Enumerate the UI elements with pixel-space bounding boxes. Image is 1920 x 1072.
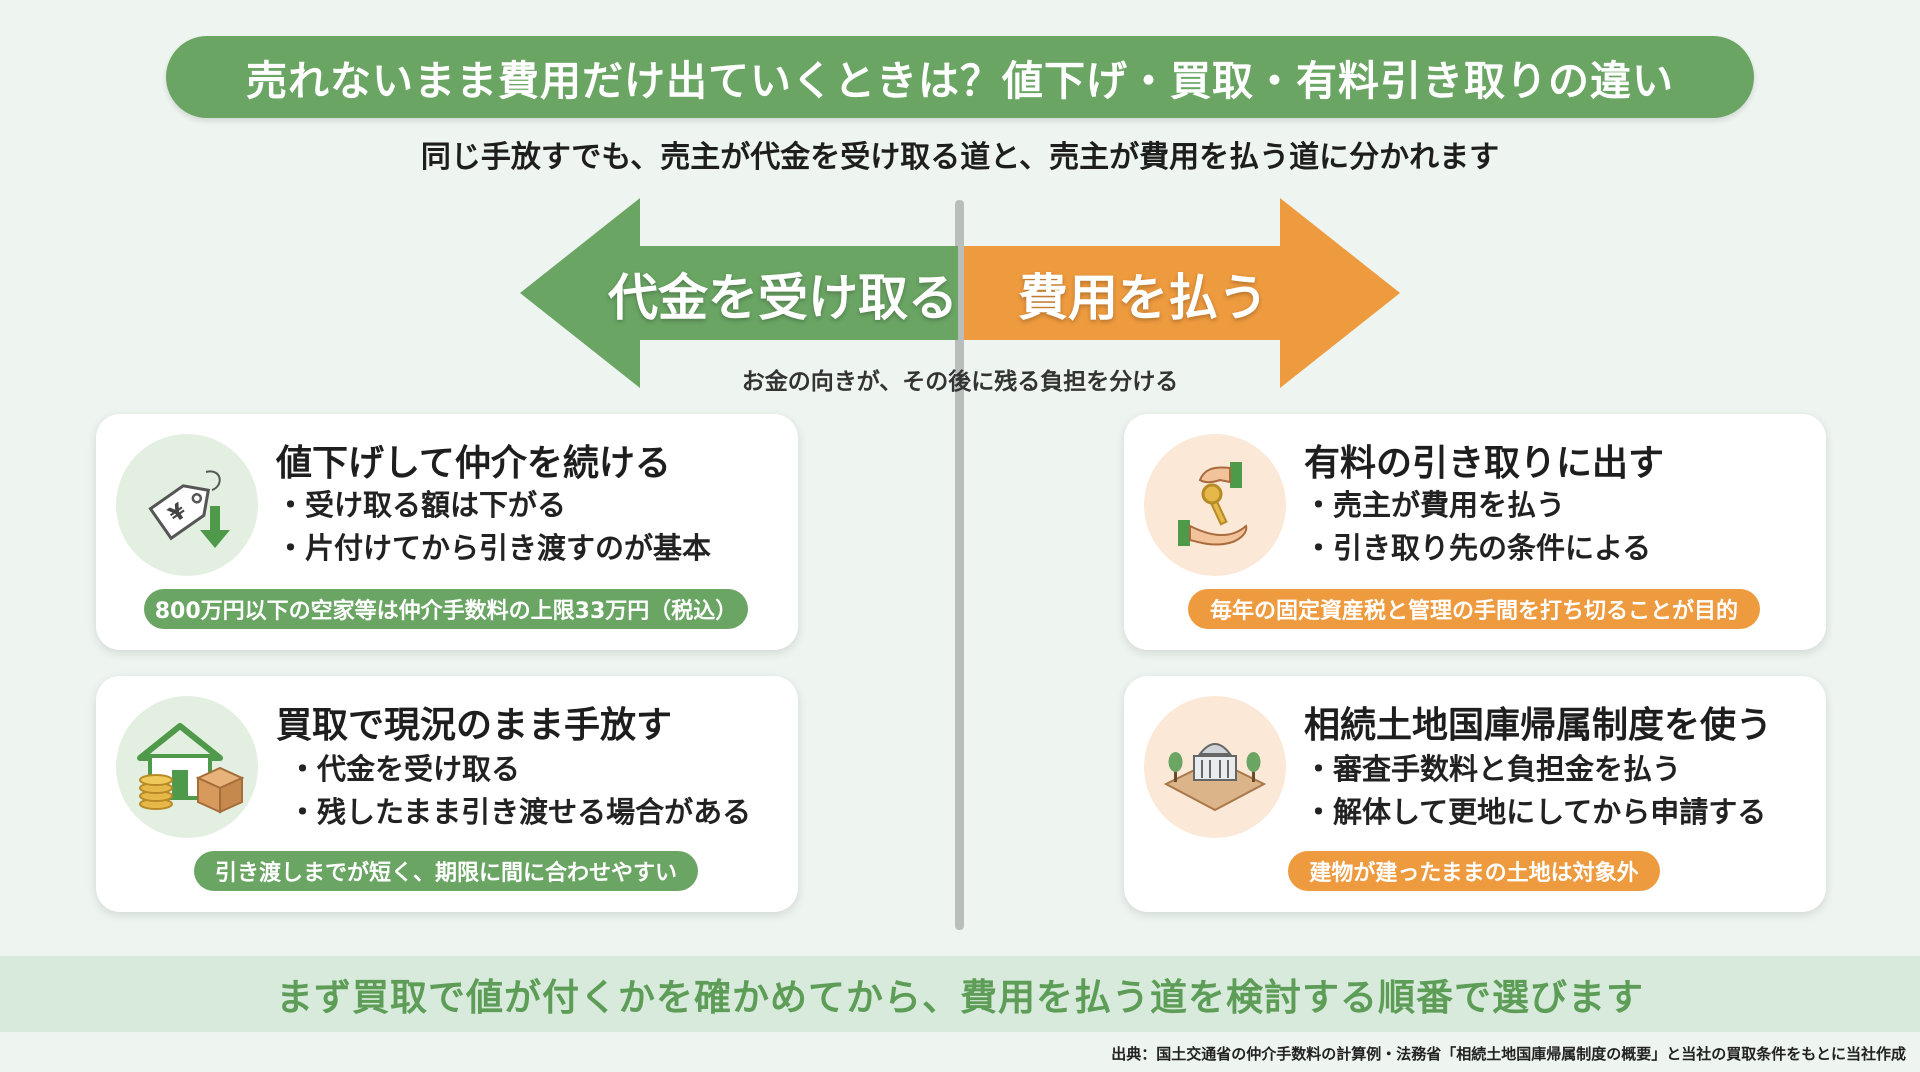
arrow-note: お金の向きが、その後に残る負担を分ける xyxy=(741,369,1179,395)
bullet-item: 残したまま引き渡せる場合がある xyxy=(288,791,751,834)
bullet-item: 引き取り先の条件による xyxy=(1304,527,1651,570)
bullet-item: 代金を受け取る xyxy=(288,748,751,791)
card-tag: 800万円以下の空家等は仲介手数料の上限33万円（税込） xyxy=(144,589,748,629)
card-tag: 毎年の固定資産税と管理の手間を打ち切ることが目的 xyxy=(1188,589,1760,629)
bullet-item: 売主が費用を払う xyxy=(1304,484,1651,527)
card-title: 有料の引き取りに出す xyxy=(1304,443,1665,484)
card-buyout: 買取で現況のまま手放す 代金を受け取る 残したまま引き渡せる場合がある 引き渡し… xyxy=(96,676,798,912)
right-arrow-label: 費用を払う xyxy=(1018,269,1268,327)
left-arrow-label: 代金を受け取る xyxy=(608,269,958,327)
left-arrow-receive xyxy=(520,198,958,388)
card-discount: ¥ 値下げして仲介を続ける 受け取る額は下がる 片付けてから引き渡すのが基本 8… xyxy=(96,414,798,650)
card-title: 買取で現況のまま手放す xyxy=(276,705,673,746)
conclusion-banner: まず買取で値が付くかを確かめてから、費用を払う道を検討する順番で選びます xyxy=(0,956,1920,1032)
card-title: 相続土地国庫帰属制度を使う xyxy=(1304,705,1773,746)
card-national-treasury: 相続土地国庫帰属制度を使う 審査手数料と負担金を払う 解体して更地にしてから申請… xyxy=(1124,676,1826,912)
right-arrow-pay xyxy=(964,198,1400,388)
page-title: 売れないまま費用だけ出ていくときは？値下げ・買取・有料引き取りの違い xyxy=(166,36,1754,118)
money-direction-arrows xyxy=(520,198,1400,388)
price-tag-yen-down-icon: ¥ xyxy=(116,434,258,576)
center-divider xyxy=(955,200,964,930)
bullet-list: 売主が費用を払う 引き取り先の条件による xyxy=(1304,484,1651,570)
bullet-item: 審査手数料と負担金を払う xyxy=(1304,748,1766,791)
government-building-land-icon xyxy=(1144,696,1286,838)
bullet-list: 代金を受け取る 残したまま引き渡せる場合がある xyxy=(288,748,751,834)
card-tag: 引き渡しまでが短く、期限に間に合わせやすい xyxy=(194,851,698,891)
house-coins-box-icon xyxy=(116,696,258,838)
bullet-list: 受け取る額は下がる 片付けてから引き渡すのが基本 xyxy=(276,484,711,570)
hand-key-icon xyxy=(1144,434,1286,576)
card-title: 値下げして仲介を続ける xyxy=(276,443,671,484)
bullet-item: 解体して更地にしてから申請する xyxy=(1304,791,1766,834)
bullet-item: 片付けてから引き渡すのが基本 xyxy=(276,527,711,570)
card-paid-takeover: 有料の引き取りに出す 売主が費用を払う 引き取り先の条件による 毎年の固定資産税… xyxy=(1124,414,1826,650)
bullet-list: 審査手数料と負担金を払う 解体して更地にしてから申請する xyxy=(1304,748,1766,834)
page-subtitle: 同じ手放すでも、売主が代金を受け取る道と、売主が費用を払う道に分かれます xyxy=(420,140,1500,175)
source-note: 出典：国土交通省の仲介手数料の計算例・法務省「相続土地国庫帰属制度の概要」と当社… xyxy=(1111,1045,1906,1063)
card-tag: 建物が建ったままの土地は対象外 xyxy=(1288,851,1660,891)
bullet-item: 受け取る額は下がる xyxy=(276,484,711,527)
